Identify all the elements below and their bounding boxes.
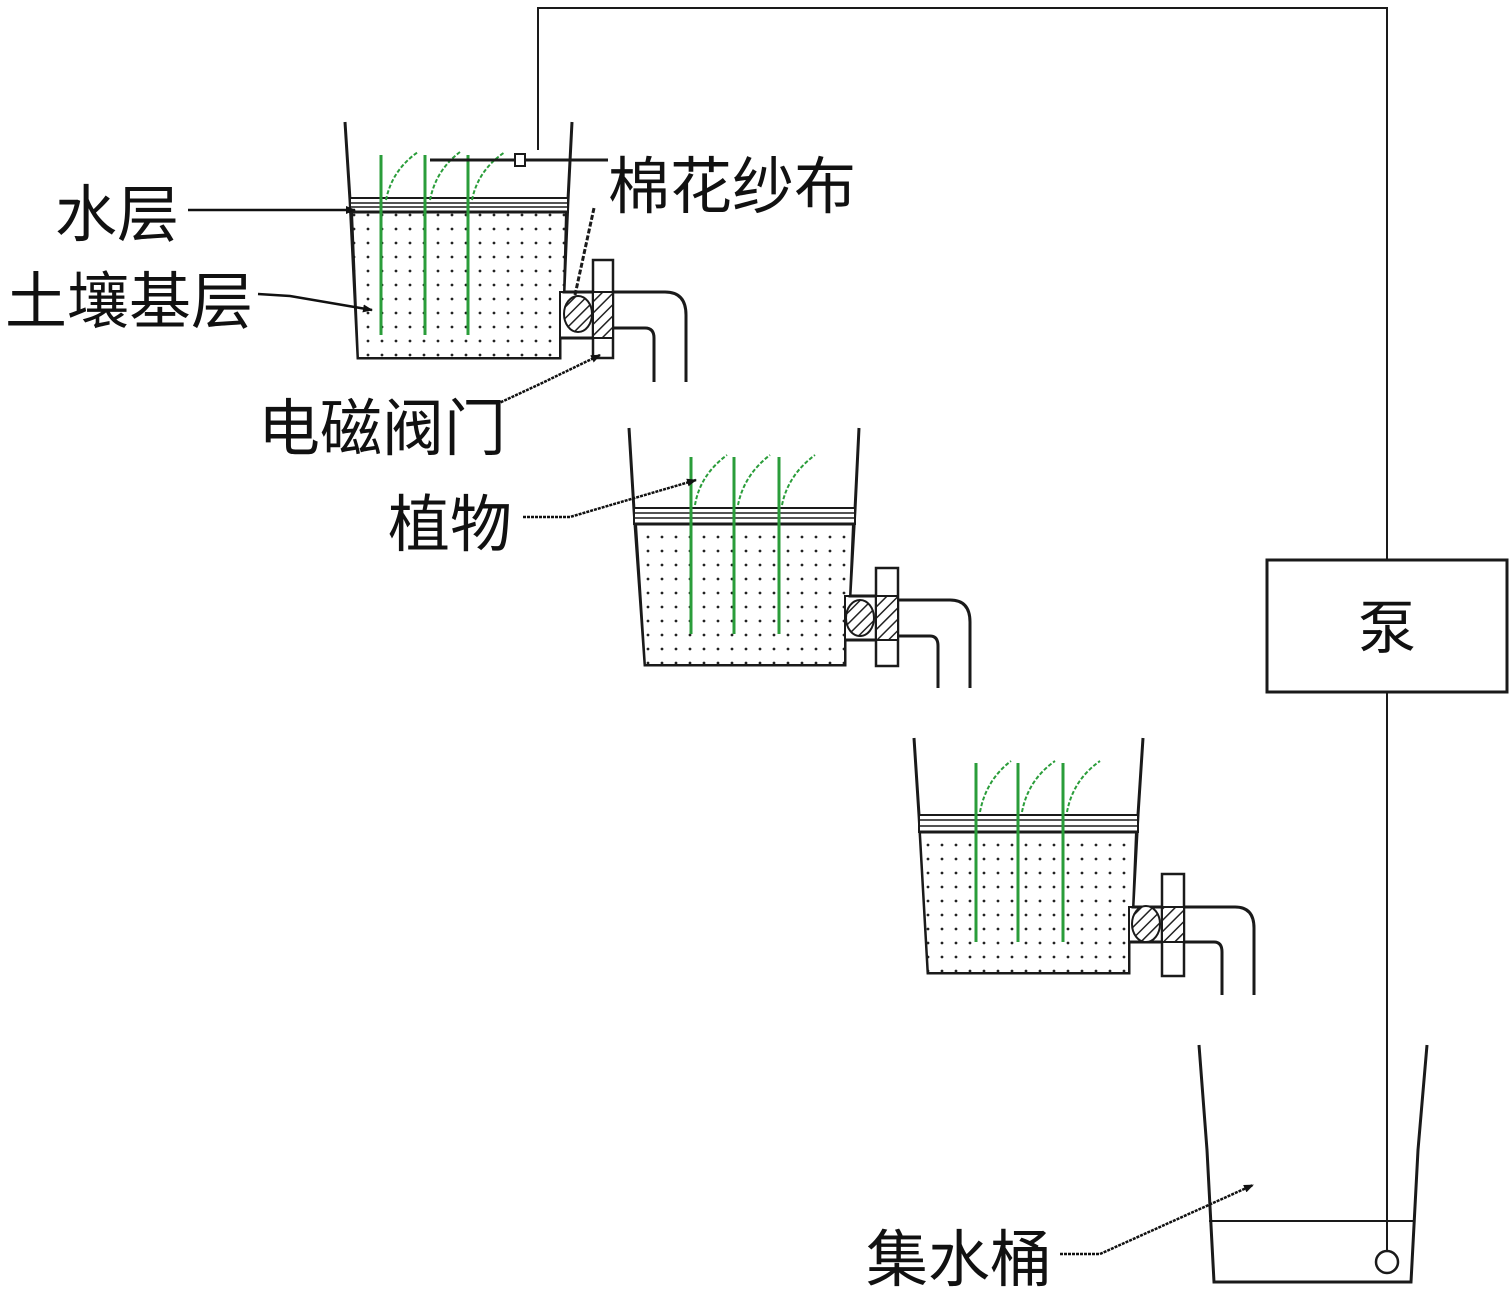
pump: 泵	[1265, 558, 1509, 694]
tank-3	[912, 737, 1256, 995]
soil-layer	[634, 523, 855, 666]
water-layer	[918, 814, 1139, 834]
tank-2	[627, 427, 972, 688]
plants	[974, 760, 1101, 942]
return-pipe	[537, 7, 1388, 1255]
leader-lines	[188, 206, 1254, 1256]
tank-1	[343, 121, 688, 382]
water-layer	[349, 197, 569, 214]
solenoid-valve	[845, 566, 900, 668]
collection-bucket	[1197, 1044, 1429, 1284]
water-layer	[633, 507, 856, 526]
solenoid-valve	[1131, 872, 1186, 978]
label-cotton-gauze: 棉花纱布	[608, 150, 856, 223]
label-solenoid-valve: 电磁阀门	[258, 392, 506, 465]
label-water-layer: 水层	[55, 178, 179, 251]
label-collection-bucket: 集水桶	[866, 1223, 1052, 1296]
label-plant: 植物	[388, 488, 512, 561]
plants	[689, 454, 816, 634]
pump-label: 泵	[1358, 594, 1416, 662]
soil-layer	[350, 211, 568, 359]
soil-layer	[918, 831, 1138, 974]
label-soil-layer: 土壤基层	[5, 265, 253, 338]
solenoid-valve	[563, 207, 615, 360]
pump-intake	[1374, 1249, 1400, 1275]
plants	[379, 151, 506, 335]
